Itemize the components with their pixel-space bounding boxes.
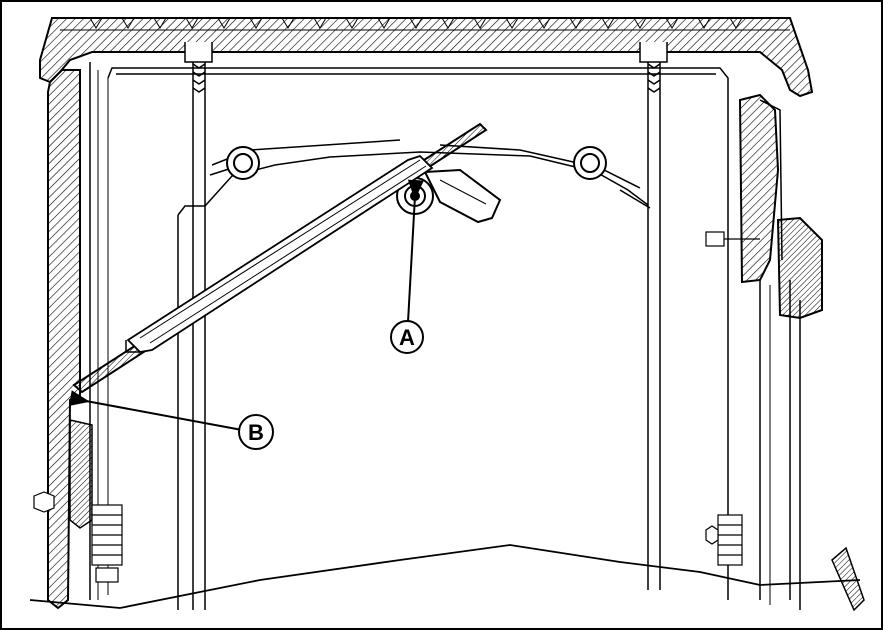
- callout-a: A: [390, 179, 424, 354]
- callout-b: B: [68, 390, 274, 450]
- right-wall: [705, 93, 865, 612]
- below-break-mask: [3, 612, 880, 627]
- break-line: [29, 544, 861, 609]
- callout-b-leader: [68, 390, 243, 431]
- left-wall: [33, 62, 123, 610]
- top-lid: [39, 17, 814, 98]
- callout-b-label: B: [248, 420, 264, 445]
- left-bolt-assembly: [33, 491, 123, 583]
- callout-a-leader: [407, 179, 424, 323]
- callout-b-marker: [238, 414, 274, 450]
- callout-a-marker: [390, 320, 424, 354]
- tilted-plate: [72, 122, 488, 394]
- inner-chamber: [107, 62, 729, 610]
- callout-a-label: A: [399, 325, 415, 350]
- mounting-bosses: [226, 146, 607, 180]
